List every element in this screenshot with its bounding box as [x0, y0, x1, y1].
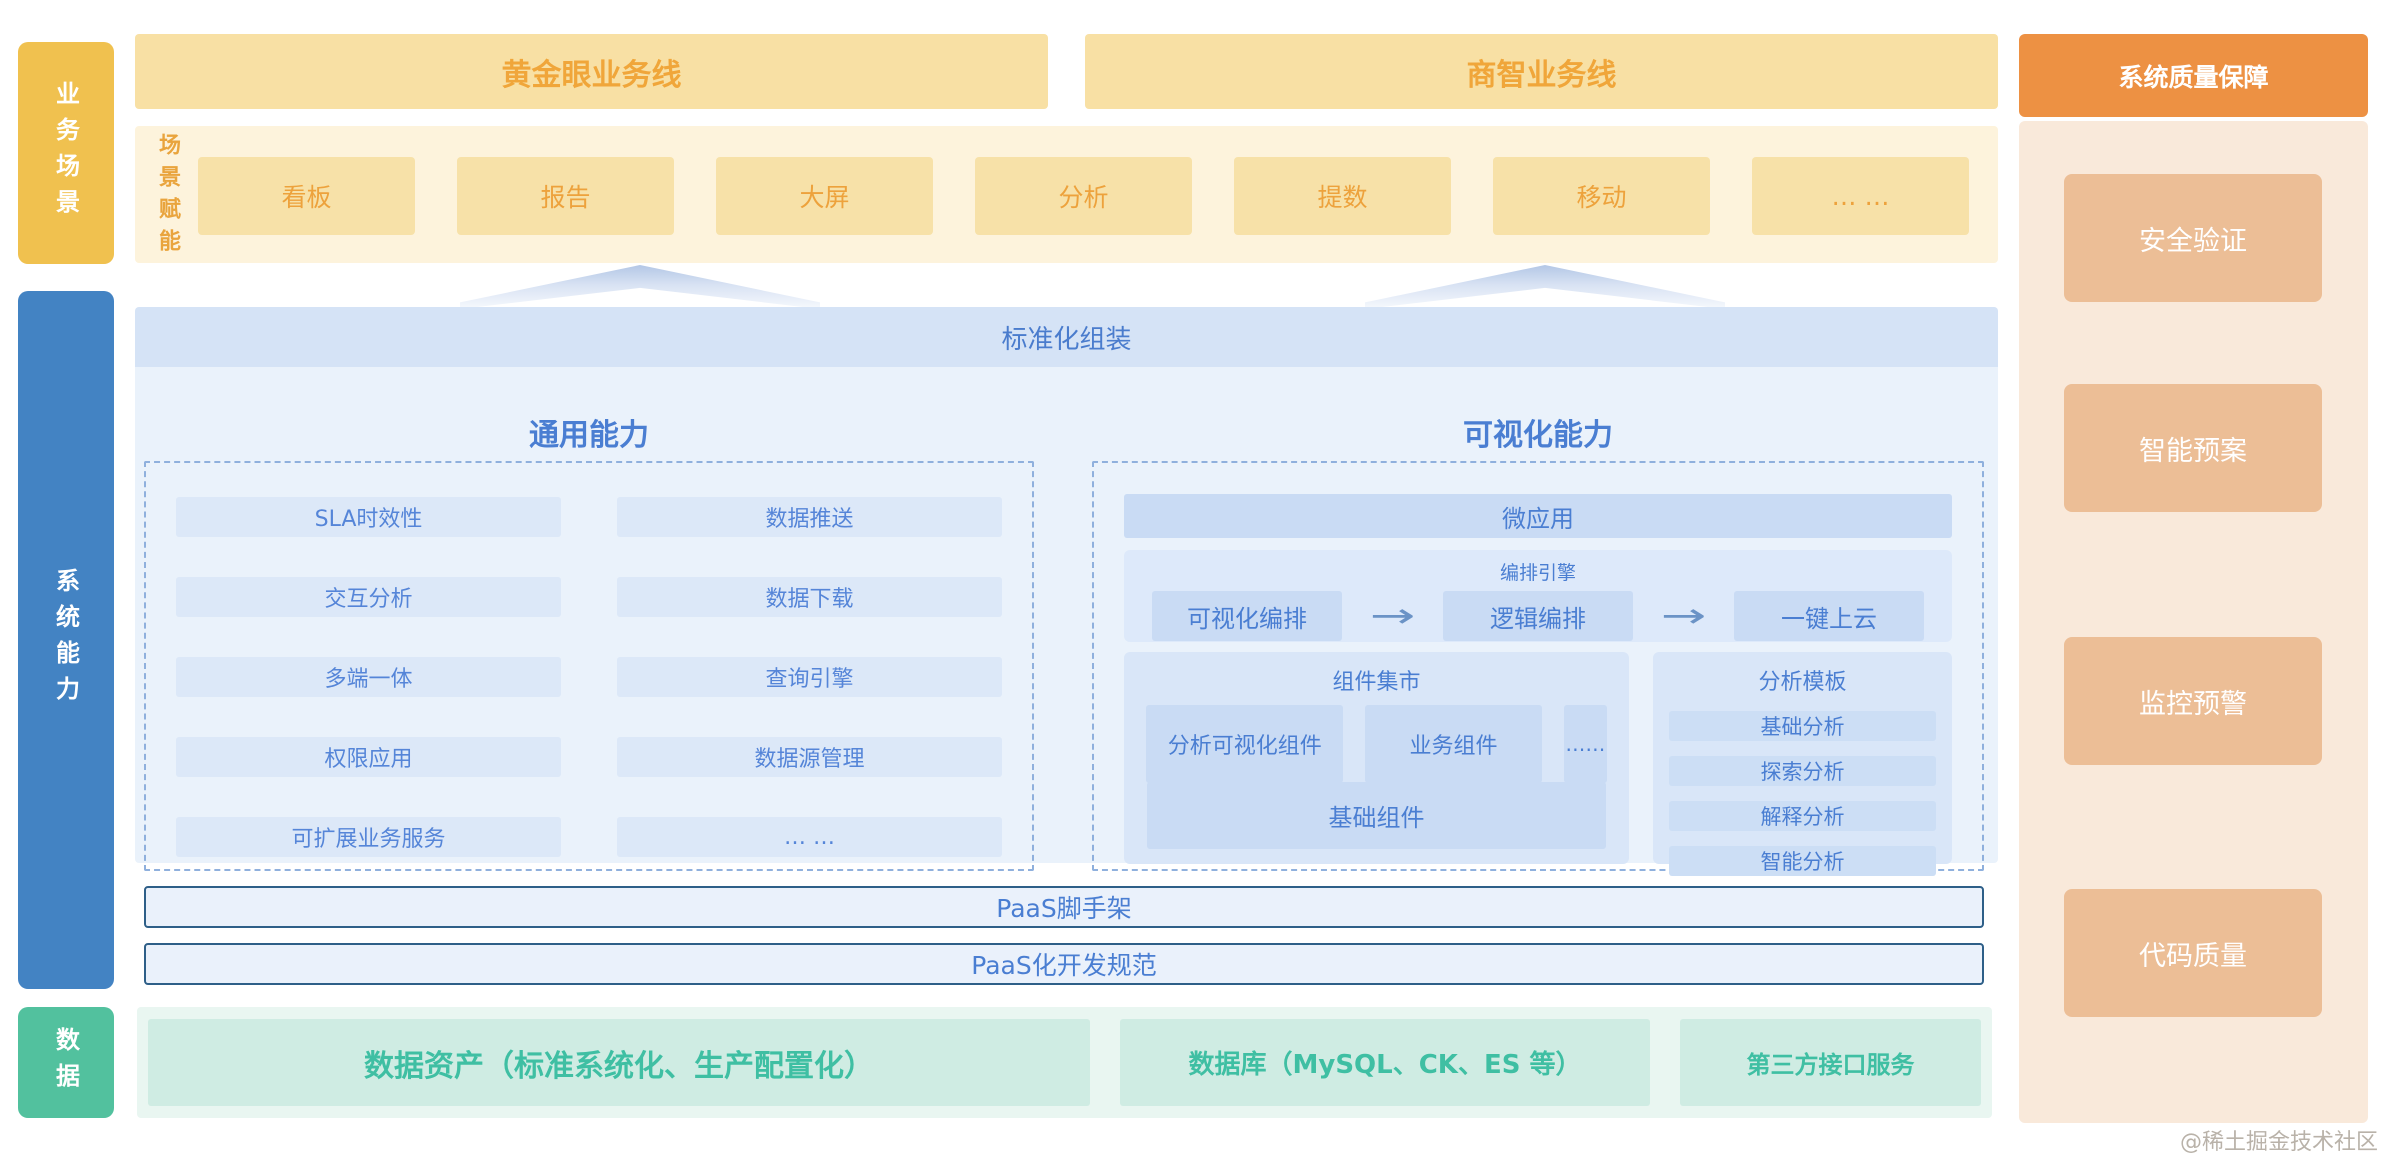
- visualization-capability-title: 可视化能力: [1463, 418, 1613, 453]
- arrow-right-icon: →: [1369, 596, 1416, 636]
- shangzhi-business-line-header: 商智业务线: [1085, 34, 1998, 109]
- capability-chip-data-push: 数据推送: [617, 497, 1002, 537]
- general-capability-title: 通用能力: [529, 418, 649, 453]
- quality-box-security-verification: 安全验证: [2064, 174, 2322, 302]
- market-chip-more: ……: [1563, 705, 1607, 783]
- scene-enablement-label: 场景赋能: [155, 133, 180, 261]
- scene-chip-more: … …: [1752, 157, 1969, 235]
- scene-chip-extract: 提数: [1234, 157, 1451, 235]
- template-chip-basic: 基础分析: [1669, 711, 1936, 741]
- paas-dev-spec-bar: PaaS化开发规范: [144, 943, 1984, 985]
- analysis-template-title: 分析模板: [1758, 670, 1847, 695]
- sidebar-business-scene: 业务场景: [18, 42, 114, 264]
- general-capability-box: SLA时效性 数据推送 交互分析 数据下载 多端一体 查询引擎 权限应用 数据源…: [144, 461, 1034, 871]
- quality-box-code-quality: 代码质量: [2064, 889, 2322, 1017]
- golden-eye-business-line-header: 黄金眼业务线: [135, 34, 1048, 109]
- scene-chip-mobile: 移动: [1493, 157, 1710, 235]
- market-chip-business: 业务组件: [1365, 705, 1542, 783]
- data-layer-panel: 数据资产（标准系统化、生产配置化） 数据库（MySQL、CK、ES 等） 第三方…: [137, 1007, 1992, 1118]
- capability-chip-data-download: 数据下载: [617, 577, 1002, 617]
- sidebar-business-scene-label: 业务场景: [51, 81, 80, 225]
- arrow-right-icon: →: [1660, 596, 1707, 636]
- quality-box-monitoring-alert: 监控预警: [2064, 637, 2322, 765]
- scene-chip-dashboard: 看板: [198, 157, 415, 235]
- scene-chip-bigscreen: 大屏: [716, 157, 933, 235]
- market-chip-analysis-visual: 分析可视化组件: [1146, 705, 1344, 783]
- template-chip-intelligent: 智能分析: [1669, 846, 1936, 876]
- orchestration-step-row: 可视化编排 → 逻辑编排 → 一键上云: [1124, 585, 1952, 641]
- orchestration-engine-label: 编排引擎: [1499, 562, 1576, 584]
- scene-enablement-panel: 场景赋能 看板 报告 大屏 分析 提数 移动 … …: [135, 126, 1998, 263]
- system-capability-panel: 通用能力 可视化能力 SLA时效性 数据推送 交互分析 数据下载 多端一体 查询…: [135, 367, 1998, 876]
- capability-chip-permission: 权限应用: [176, 737, 561, 777]
- orchestration-step-one-click-cloud: 一键上云: [1734, 591, 1924, 641]
- component-market-panel: 组件集市 分析可视化组件 业务组件 …… 基础组件: [1124, 652, 1629, 864]
- orchestration-step-logic: 逻辑编排: [1443, 591, 1633, 641]
- business-line-header-row: 黄金眼业务线 商智业务线: [135, 34, 1998, 109]
- scene-chip-row: 看板 报告 大屏 分析 提数 移动 … …: [198, 157, 1969, 235]
- up-arrow-shape: [1365, 265, 1725, 309]
- database-box: 数据库（MySQL、CK、ES 等）: [1120, 1019, 1650, 1106]
- visualization-capability-box: 微应用 编排引擎 可视化编排 → 逻辑编排 → 一键上云 组件集市 分析可视化组…: [1092, 461, 1984, 876]
- capability-chip-more: … …: [617, 817, 1002, 857]
- visualization-bottom-row: 组件集市 分析可视化组件 业务组件 …… 基础组件 分析模板 基础分析 探索分析…: [1124, 652, 1952, 876]
- scene-chip-report: 报告: [457, 157, 674, 235]
- sidebar-system-capability: 系统能力: [18, 291, 114, 989]
- standardized-assembly-band: 标准化组装: [135, 307, 1998, 367]
- template-chip-explain: 解释分析: [1669, 801, 1936, 831]
- orchestration-engine-panel: 编排引擎 可视化编排 → 逻辑编排 → 一键上云: [1124, 550, 1952, 642]
- scene-chip-analysis: 分析: [975, 157, 1192, 235]
- micro-app-bar: 微应用: [1124, 494, 1952, 538]
- capability-chip-multi-terminal: 多端一体: [176, 657, 561, 697]
- quality-assurance-header: 系统质量保障: [2019, 34, 2368, 117]
- component-market-title: 组件集市: [1332, 670, 1421, 695]
- third-party-api-box: 第三方接口服务: [1680, 1019, 1981, 1106]
- sidebar-system-capability-label: 系统能力: [51, 568, 80, 712]
- analysis-template-panel: 分析模板 基础分析 探索分析 解释分析 智能分析: [1653, 652, 1952, 876]
- capability-chip-extensible-service: 可扩展业务服务: [176, 817, 561, 857]
- paas-scaffold-bar: PaaS脚手架: [144, 886, 1984, 928]
- up-arrow-shape: [460, 265, 820, 309]
- sidebar-data: 数据: [18, 1007, 114, 1118]
- orchestration-step-visual: 可视化编排: [1152, 591, 1342, 641]
- data-asset-box: 数据资产（标准系统化、生产配置化）: [148, 1019, 1090, 1106]
- capability-chip-datasource-mgmt: 数据源管理: [617, 737, 1002, 777]
- quality-assurance-body: 安全验证 智能预案 监控预警 代码质量: [2019, 121, 2368, 1123]
- base-component-bar: 基础组件: [1147, 782, 1606, 849]
- sidebar-data-label: 数据: [51, 1026, 80, 1099]
- component-market-chip-row: 分析可视化组件 业务组件 ……: [1124, 696, 1629, 783]
- watermark: @稀土掘金技术社区: [2179, 1130, 2378, 1155]
- template-chip-explore: 探索分析: [1669, 756, 1936, 786]
- quality-box-intelligent-plan: 智能预案: [2064, 384, 2322, 512]
- capability-chip-interactive-analysis: 交互分析: [176, 577, 561, 617]
- capability-chip-query-engine: 查询引擎: [617, 657, 1002, 697]
- capability-chip-sla: SLA时效性: [176, 497, 561, 537]
